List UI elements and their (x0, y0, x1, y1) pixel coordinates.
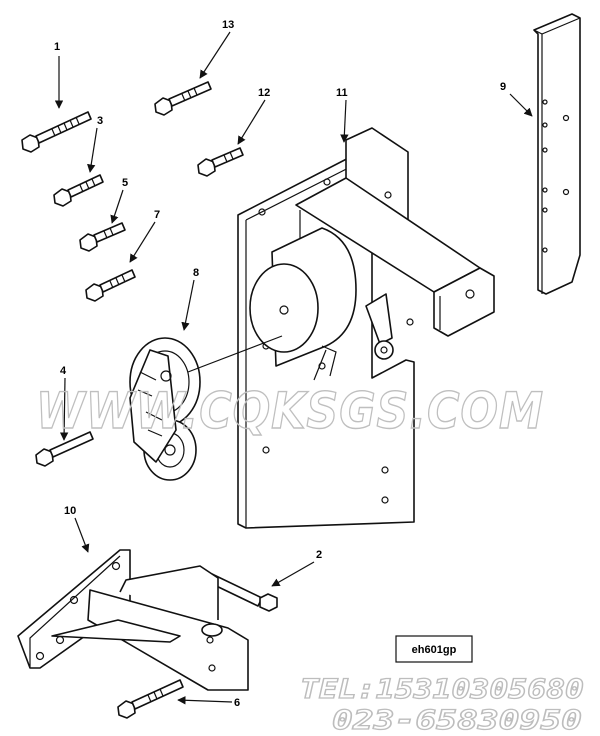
bolt-5 (79, 222, 126, 252)
bolt-4 (35, 431, 94, 467)
callout-1: 1 (54, 41, 60, 53)
reference-code: eh601gp (412, 644, 457, 656)
support-bracket-10 (17, 549, 249, 691)
belt-tensioner-8 (129, 335, 283, 481)
reference-code-box: eh601gp (395, 635, 473, 663)
bolt-7 (85, 269, 136, 302)
actuator-cylinder (249, 227, 414, 381)
callout-3: 3 (97, 115, 103, 127)
bolt-13 (154, 81, 212, 116)
callout-5: 5 (122, 177, 128, 189)
watermark-tel: TEL:15310305680 (300, 674, 584, 705)
leader-arrows (54, 31, 533, 705)
bolt-12 (197, 147, 244, 177)
callout-7: 7 (154, 209, 160, 221)
callout-8: 8 (193, 267, 199, 279)
strip-plate-9 (533, 13, 581, 295)
callout-10: 10 (64, 505, 76, 517)
callout-6: 6 (234, 697, 240, 709)
callout-2: 2 (316, 549, 322, 561)
watermark-phone: 023-65830950 (332, 705, 582, 736)
callout-13: 13 (222, 19, 234, 31)
watermark-site: WWW.CQKSGS.COM (36, 382, 544, 440)
bolt-6 (117, 679, 184, 719)
callout-12: 12 (258, 87, 270, 99)
callout-labels: 1 2 3 4 5 6 7 8 9 10 11 12 13 (54, 19, 506, 709)
callout-11: 11 (336, 87, 348, 99)
bolt-1 (21, 111, 92, 153)
callout-4: 4 (60, 365, 67, 377)
callout-9: 9 (500, 81, 506, 93)
bolt-3 (53, 174, 104, 207)
